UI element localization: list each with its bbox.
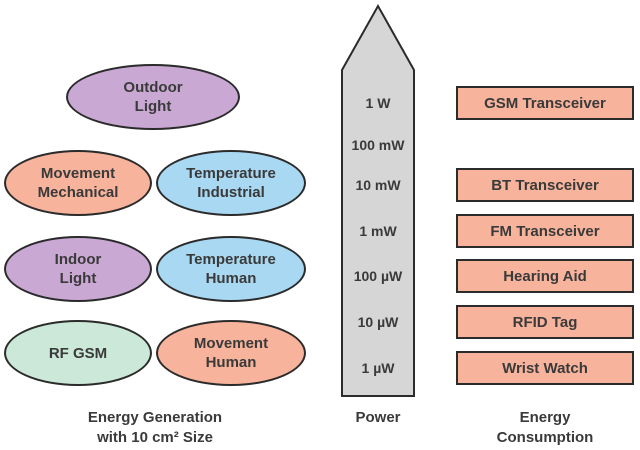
ellipse-movement-human: Movement Human <box>156 320 306 386</box>
power-level-label: 1 W <box>366 95 392 111</box>
caption-power: Power <box>355 409 401 426</box>
consumer-hearing-aid: Hearing Aid <box>456 259 634 293</box>
ellipse-temperature-human: Temperature Human <box>156 236 306 302</box>
ellipse-outdoor-light: Outdoor Light <box>66 64 240 130</box>
power-level-label: 100 mW <box>352 137 406 153</box>
ellipse-label: Outdoor Light <box>123 79 183 115</box>
consumer-label: GSM Transceiver <box>484 94 606 112</box>
power-level-label: 10 mW <box>355 177 401 193</box>
consumer-fm-transceiver: FM Transceiver <box>456 214 634 248</box>
consumer-label: Hearing Aid <box>503 267 587 285</box>
power-level-label: 1 µW <box>362 360 396 376</box>
consumer-label: RFID Tag <box>512 313 578 331</box>
consumer-label: Wrist Watch <box>502 359 588 377</box>
ellipse-label: Temperature Human <box>186 251 276 287</box>
consumer-rfid-tag: RFID Tag <box>456 305 634 339</box>
power-level-label: 1 mW <box>359 223 397 239</box>
ellipse-label: RF GSM <box>48 344 108 362</box>
caption-energy-generation: Energy Generation with 10 cm² Size <box>87 409 223 446</box>
ellipse-label: Movement Mechanical <box>37 165 119 201</box>
consumer-wrist-watch: Wrist Watch <box>456 351 634 385</box>
consumer-bt-transceiver: BT Transceiver <box>456 168 634 202</box>
power-level-label: 10 µW <box>358 314 400 330</box>
power-level-label: 100 µW <box>354 268 403 284</box>
ellipse-label: Temperature Industrial <box>186 165 276 201</box>
consumer-label: FM Transceiver <box>490 222 600 240</box>
consumer-gsm-transceiver: GSM Transceiver <box>456 86 634 120</box>
power-arrow-shape <box>341 3 415 397</box>
caption-energy-consumption: Energy Consumption <box>496 409 594 446</box>
power-arrow: 1 W 100 mW 10 mW 1 mW 100 µW 10 µW 1 µW <box>341 3 415 397</box>
ellipse-rf-gsm: RF GSM <box>4 320 152 386</box>
ellipse-indoor-light: Indoor Light <box>4 236 152 302</box>
ellipse-temperature-industrial: Temperature Industrial <box>156 150 306 216</box>
ellipse-label: Indoor Light <box>54 251 102 287</box>
ellipse-label: Movement Human <box>193 335 269 371</box>
ellipse-movement-mechanical: Movement Mechanical <box>4 150 152 216</box>
consumer-label: BT Transceiver <box>491 176 599 194</box>
